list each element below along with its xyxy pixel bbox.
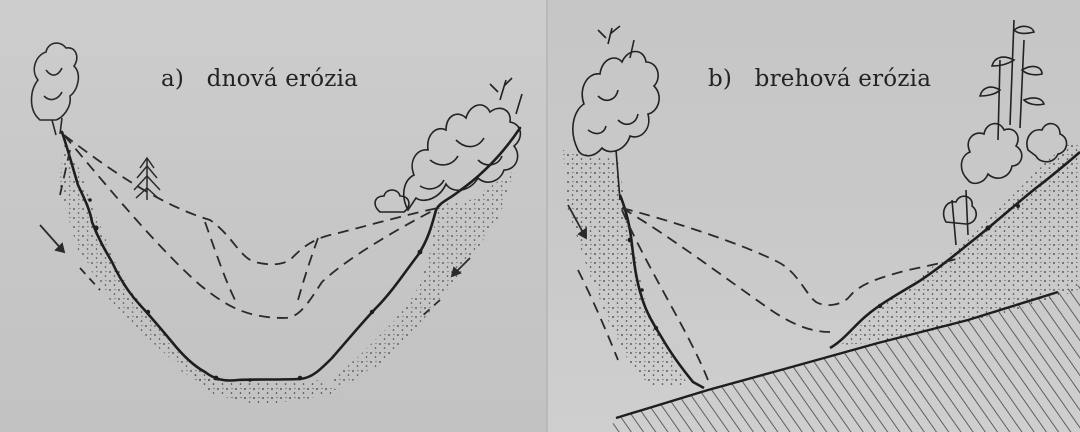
caption-bank-erosion: b) brehová erózia: [708, 66, 931, 92]
caption-label-b: b): [708, 66, 732, 92]
caption-title-a: dnová erózia: [207, 66, 358, 92]
caption-label-a: a): [161, 66, 184, 92]
valley-sketch-a: [0, 0, 546, 432]
fir-tree-a: [134, 158, 160, 200]
valley-sketch-b: [548, 0, 1080, 432]
caption-bed-erosion: a) dnová erózia: [161, 66, 358, 92]
panel-bank-erosion: b) brehová erózia: [548, 0, 1080, 432]
sediment-right: [330, 170, 515, 388]
bush-left-a: [32, 43, 79, 135]
caption-title-b: brehová erózia: [755, 66, 931, 92]
panel-bed-erosion: a) dnová erózia: [0, 0, 546, 432]
